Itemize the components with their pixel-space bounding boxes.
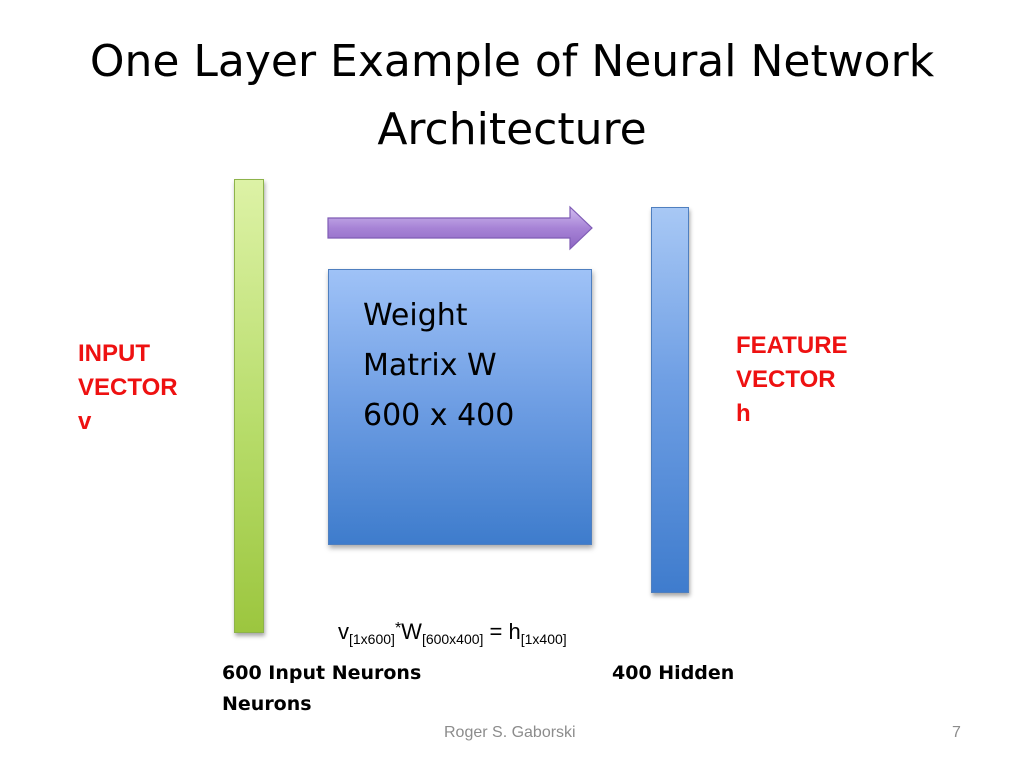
page-number: 7 [952,724,961,741]
footer-author: Roger S. Gaborski [444,724,576,741]
feature-vector-label-line-2: VECTOR [736,366,836,393]
weight-matrix-label-line-1: Weight [363,298,468,333]
input-vector-label-line-3: v [78,408,92,435]
equation-v: v [338,619,349,644]
feature-vector-label-line-3: h [736,400,751,427]
equation-equals-h: = h [483,619,521,644]
right-arrow-icon [327,205,593,251]
hidden-neurons-label: 400 Hidden [612,662,735,684]
slide-title-line-1: One Layer Example of Neural Network [89,36,935,87]
input-vector-label-line-2: VECTOR [78,374,178,401]
input-neurons-label-line-2: Neurons [222,693,312,715]
equation-star: * [394,620,402,637]
equation: v[1x600]*W[600x400] = h[1x400] [338,614,567,654]
input-vector-bar [234,179,264,633]
equation-h-subscript: [1x400] [520,631,567,647]
equation-v-subscript: [1x600] [349,631,395,647]
input-vector-label-line-1: INPUT [78,340,150,367]
weight-matrix-label-line-3: 600 x 400 [363,398,515,433]
equation-w: W [401,619,422,644]
slide-title-line-2: Architecture [377,104,647,155]
input-neurons-label-line-1: 600 Input Neurons [222,662,422,684]
weight-matrix-box: Weight Matrix W 600 x 400 [328,269,592,545]
feature-vector-label-line-1: FEATURE [736,332,848,359]
weight-matrix-label-line-2: Matrix W [363,348,497,383]
equation-w-subscript: [600x400] [421,631,484,647]
feature-vector-bar [651,207,689,593]
